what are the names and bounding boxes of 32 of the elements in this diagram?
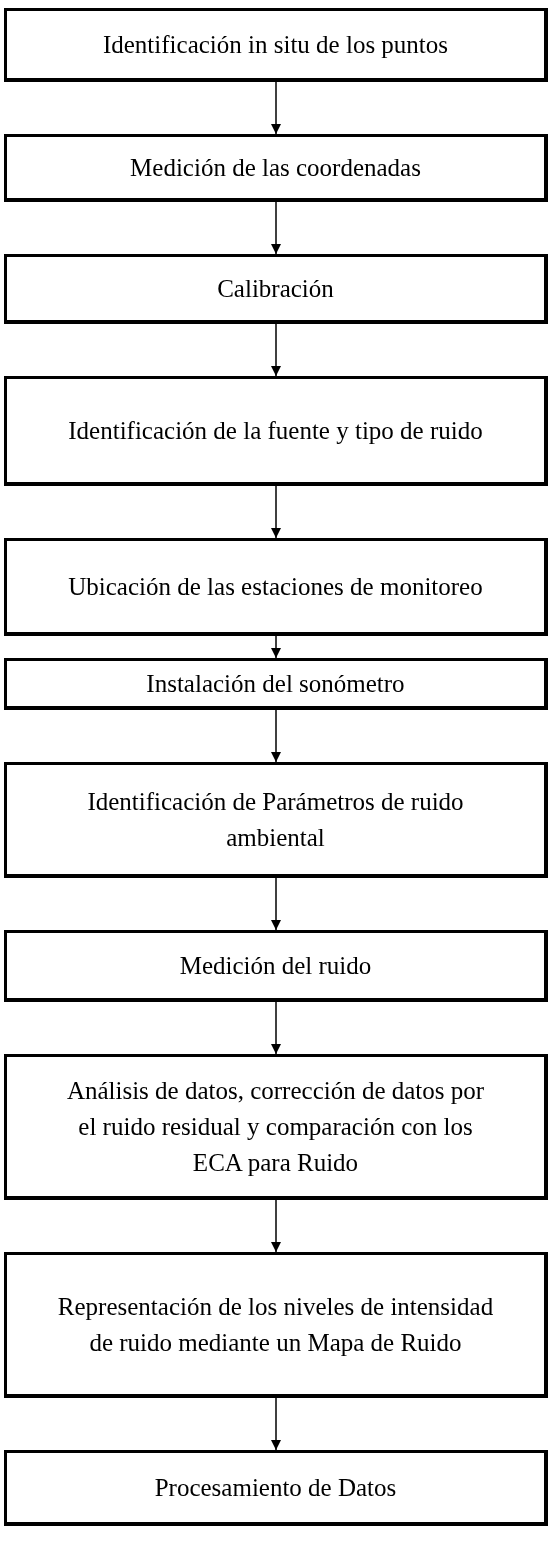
process-box <box>4 134 548 202</box>
arrow <box>270 635 282 659</box>
arrow <box>270 323 282 377</box>
step-text: Ubicación de las estaciones de monitoreo <box>68 571 483 602</box>
process-box <box>4 376 548 486</box>
process-box <box>4 762 548 878</box>
arrow <box>270 485 282 539</box>
arrow <box>270 1397 282 1451</box>
process-box <box>4 1054 548 1200</box>
arrow <box>270 81 282 135</box>
arrow <box>270 1001 282 1055</box>
process-box <box>4 930 548 1002</box>
step-text: Medición de las coordenadas <box>130 152 421 183</box>
process-box <box>4 538 548 636</box>
step-text: Identificación de Parámetros de ruido ambiental <box>86 786 465 853</box>
arrow <box>270 1199 282 1253</box>
step-text: Análisis de datos, corrección de datos por el ruido residual y comparación con los ECA para Ruido <box>65 1075 486 1178</box>
process-box <box>4 658 548 710</box>
arrow <box>270 201 282 255</box>
arrow <box>270 709 282 763</box>
step-text: Instalación del sonómetro <box>146 668 405 699</box>
arrow <box>270 877 282 931</box>
process-box <box>4 8 548 82</box>
step-text: Identificación in situ de los puntos <box>102 29 449 60</box>
step-text: Medición del ruido <box>179 950 372 981</box>
step-text: Procesamiento de Datos <box>154 1472 397 1503</box>
process-box <box>4 254 548 324</box>
step-text: Calibración <box>217 273 334 304</box>
step-text: Identificación de la fuente y tipo de ruido <box>68 415 483 446</box>
process-box <box>4 1450 548 1526</box>
process-box <box>4 1252 548 1398</box>
step-text: Representación de los niveles de intensidad de ruido mediante un Mapa de Ruido <box>56 1291 495 1358</box>
